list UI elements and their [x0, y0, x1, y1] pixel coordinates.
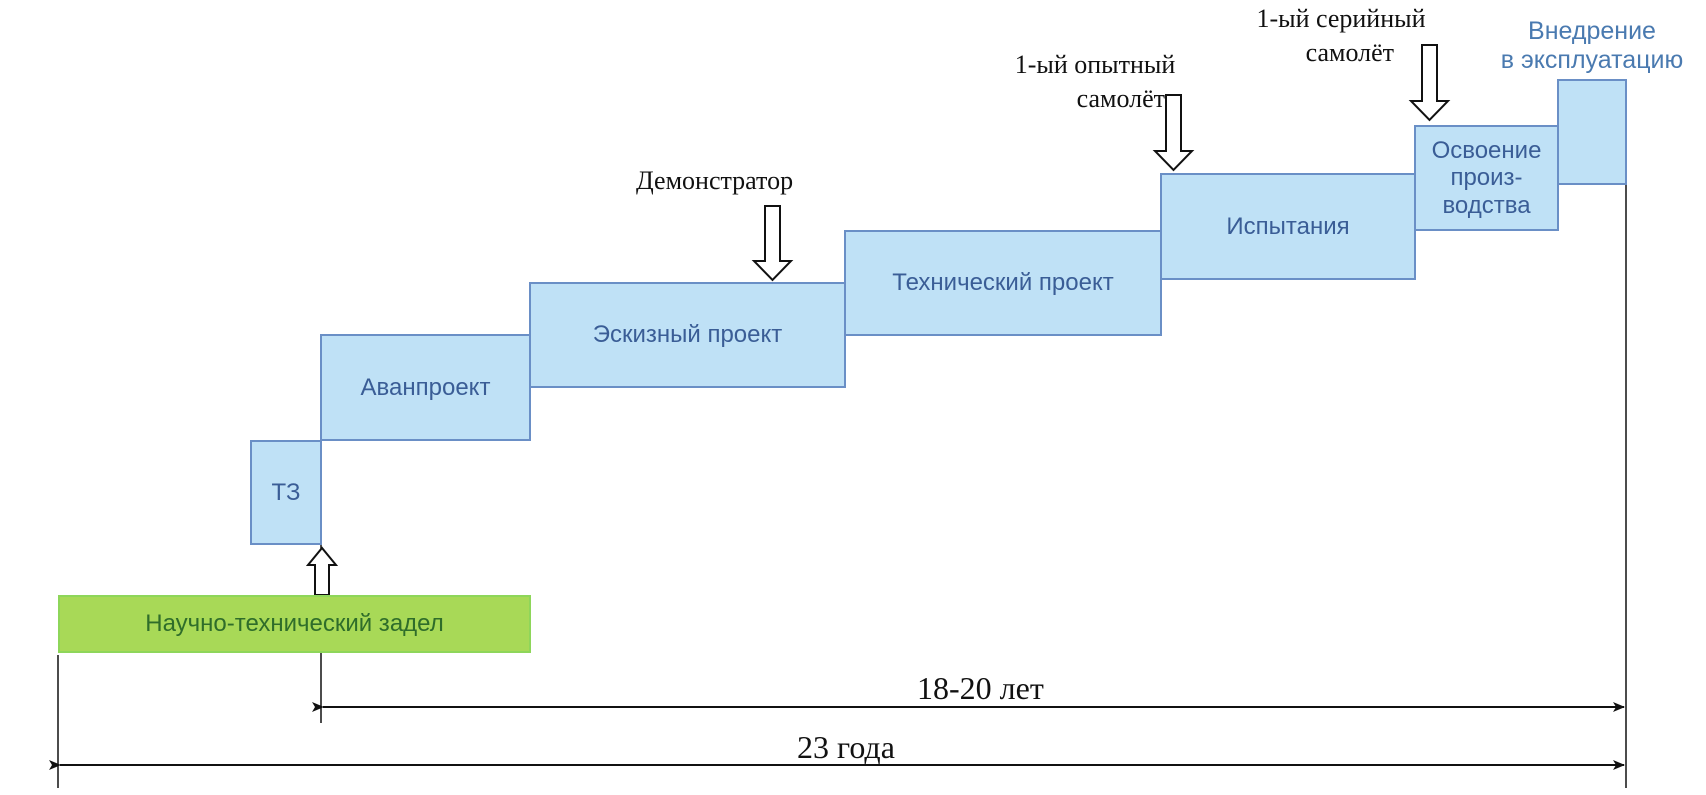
milestone-first-serial-label: 1-ый серийный самолёт [1228, 2, 1454, 70]
dimension-label-total-span: 23 года [797, 729, 895, 765]
milestone-label-line: Демонстратор [636, 166, 794, 195]
foundation-to-tz-arrow-icon [305, 546, 339, 596]
stage-label: ТЗ [271, 478, 301, 506]
milestone-label-line: 1-ый опытный [1014, 50, 1176, 79]
milestone-label-line: самолёт [1305, 37, 1394, 67]
stage-label-line: водства [1442, 191, 1531, 219]
milestone-demonstrator-label: Демонстратор [636, 164, 793, 198]
final-stage-label: Внедрение в эксплуатацию [1487, 17, 1697, 75]
stage-label-line: произ- [1450, 164, 1523, 192]
stage-osvoenie-proizvodstva: Освоение произ- водства [1414, 125, 1559, 231]
stage-label: Технический проект [892, 269, 1114, 297]
stage-label: Испытания [1226, 212, 1350, 240]
stage-scientific-backlog: Научно-технический задел [58, 595, 531, 653]
milestone-first-prototype-label: 1-ый опытный самолёт [985, 48, 1205, 116]
stage-tz: ТЗ [250, 440, 322, 545]
stage-label: Аванпроект [360, 373, 491, 401]
stage-eskizny-proekt: Эскизный проект [529, 282, 846, 388]
stage-label: Научно-технический задел [145, 610, 444, 638]
stage-label-line: Освоение [1431, 136, 1542, 164]
stage-vnedrenie [1557, 79, 1627, 185]
stage-tekhnichesky-proekt: Технический проект [844, 230, 1162, 336]
final-label-line: Внедрение [1528, 17, 1656, 45]
dimension-label-dev-span: 18-20 лет [917, 670, 1044, 706]
milestone-label-line: самолёт [1076, 83, 1165, 113]
demonstrator-arrow-icon [751, 205, 794, 282]
stage-label: Эскизный проект [592, 321, 783, 349]
stage-ispytaniya: Испытания [1160, 173, 1416, 280]
milestone-label-line: 1-ый серийный [1256, 4, 1426, 33]
final-label-line: в эксплуатацию [1500, 45, 1684, 74]
first-serial-arrow-icon [1408, 44, 1451, 122]
stage-avanproekt: Аванпроект [320, 334, 531, 441]
first-prototype-arrow-icon [1152, 94, 1195, 172]
